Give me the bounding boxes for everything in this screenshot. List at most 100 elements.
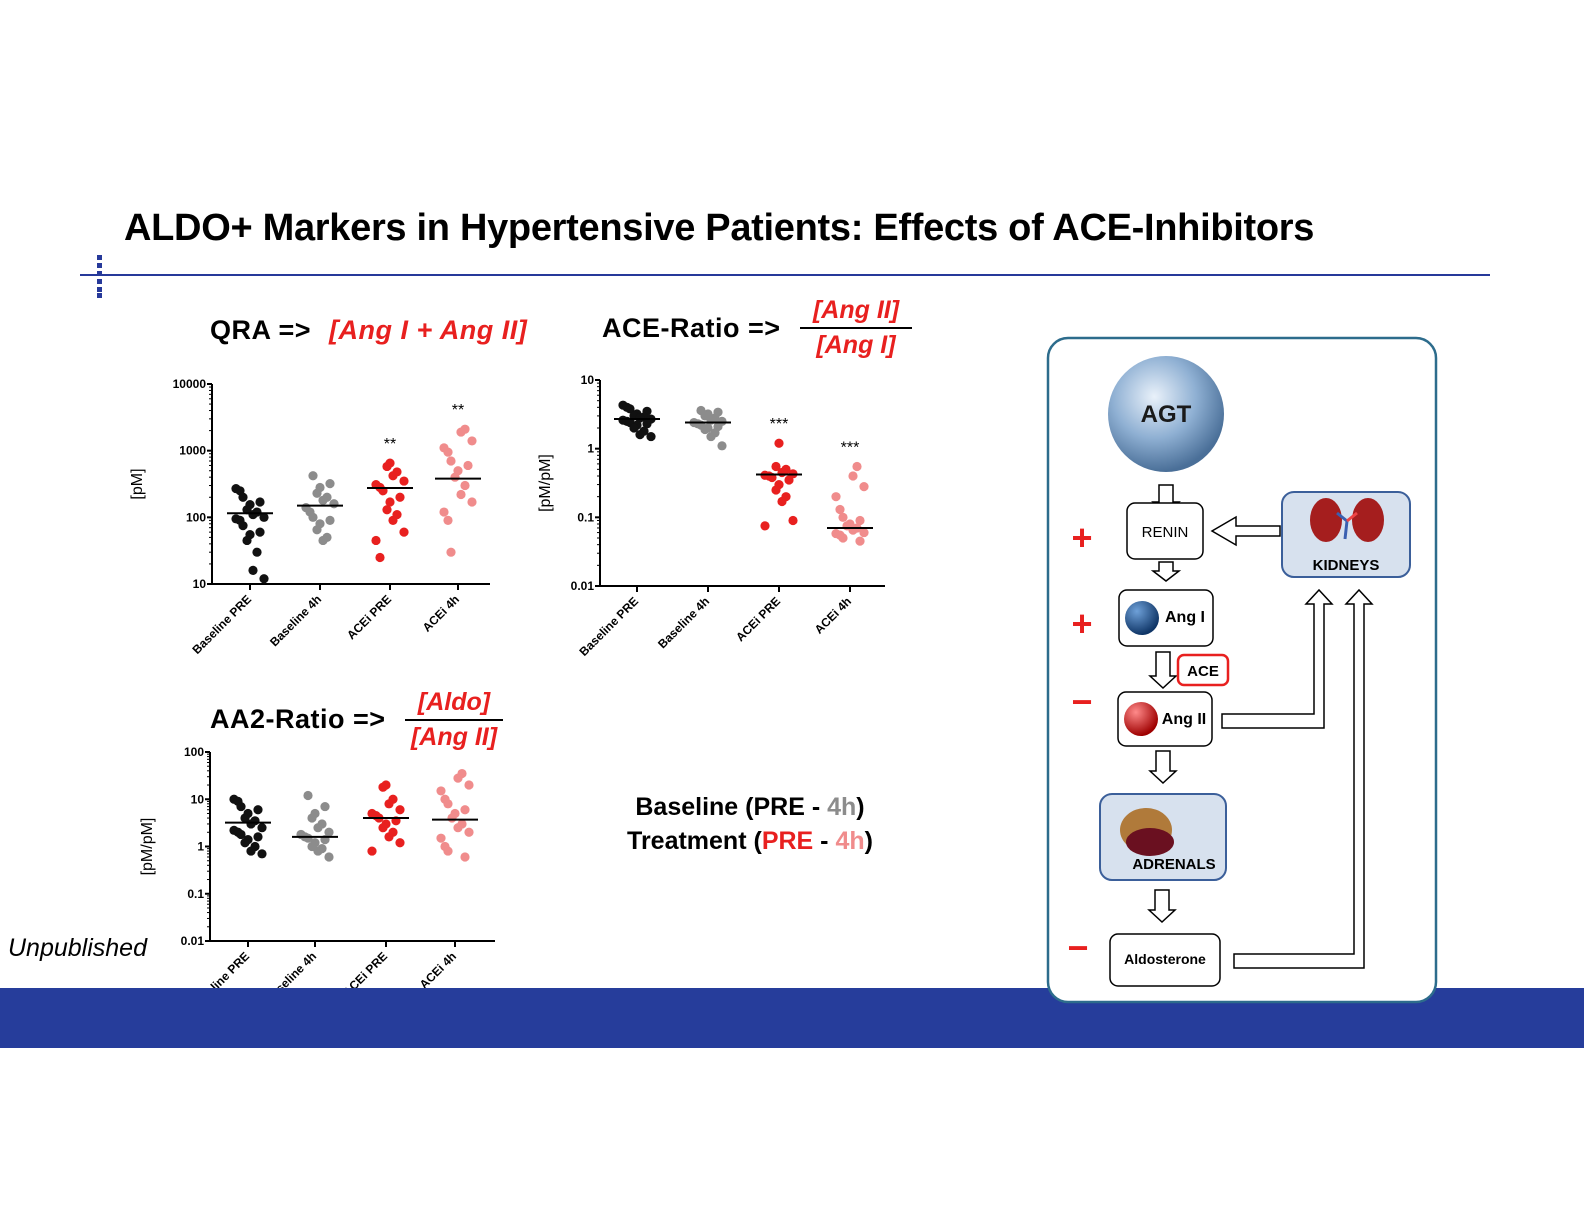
ace-box xyxy=(1176,653,1230,687)
data-point xyxy=(760,521,770,531)
data-point xyxy=(777,496,787,507)
data-point xyxy=(460,852,470,862)
kidneys-label: KIDNEYS xyxy=(1313,557,1380,574)
y-tick-label: 0.1 xyxy=(187,887,204,901)
aa2-ratio-fraction: [Aldo] [Ang II] xyxy=(405,688,503,752)
data-point xyxy=(388,471,398,481)
ang2-label: Ang II xyxy=(1162,711,1206,728)
ang2-sphere xyxy=(1124,702,1158,736)
data-point xyxy=(460,805,470,815)
bullet-dot xyxy=(97,271,102,276)
data-point xyxy=(399,527,409,537)
ace-ratio-label: ACE-Ratio => xyxy=(602,313,781,343)
data-point xyxy=(259,574,269,584)
arrow-down-icon xyxy=(1148,750,1178,785)
data-point xyxy=(255,527,265,537)
page-title: ALDO+ Markers in Hypertensive Patients: … xyxy=(124,207,1315,249)
qra-label: QRA => xyxy=(210,315,312,345)
data-point xyxy=(384,799,394,809)
data-point xyxy=(257,823,267,833)
sign-ang2: − xyxy=(1071,681,1092,722)
significance-label: *** xyxy=(770,416,789,433)
data-point xyxy=(318,535,328,546)
data-point xyxy=(236,829,246,840)
x-tick-label: ACEi PRE xyxy=(733,594,783,644)
x-tick-label: Baseline 4h xyxy=(267,592,324,649)
x-tick-label: Baseline PRE xyxy=(577,594,642,659)
data-point xyxy=(307,813,317,823)
data-point xyxy=(371,535,381,546)
data-point xyxy=(246,819,256,829)
x-tick-label: ACEi 4h xyxy=(420,592,462,634)
data-point xyxy=(831,492,841,502)
data-point xyxy=(456,427,466,437)
data-point xyxy=(635,413,645,423)
data-point xyxy=(375,552,385,563)
y-tick-label: 100 xyxy=(186,510,206,524)
bullet-dot xyxy=(97,263,102,268)
y-axis-label: [pM/pM] xyxy=(139,818,156,876)
data-point xyxy=(635,430,645,440)
data-point xyxy=(312,525,322,535)
data-point xyxy=(629,423,639,433)
y-axis-label: [pM] xyxy=(129,468,146,499)
x-tick-label: Baseline 4h xyxy=(655,594,712,651)
y-tick-label: 0.01 xyxy=(571,579,595,593)
data-point xyxy=(446,456,456,466)
data-point xyxy=(312,488,322,498)
y-tick-label: 0.01 xyxy=(181,934,205,948)
data-point xyxy=(240,838,250,848)
data-point xyxy=(788,515,798,526)
data-point xyxy=(859,527,869,538)
arrow-down-icon xyxy=(1147,889,1177,924)
ace-label: ACE xyxy=(1187,663,1219,680)
aa2-ratio-denominator: [Ang II] xyxy=(410,723,498,751)
data-point xyxy=(439,507,449,517)
data-point xyxy=(313,846,323,856)
data-point xyxy=(453,823,463,833)
data-point xyxy=(253,832,263,842)
data-point xyxy=(464,827,474,837)
data-point xyxy=(467,497,477,507)
data-point xyxy=(385,497,395,507)
bullet-dot xyxy=(97,287,102,292)
ang1-label: Ang I xyxy=(1165,609,1205,626)
data-point xyxy=(838,512,848,522)
data-point xyxy=(450,472,460,482)
data-point xyxy=(238,521,248,531)
ace-ratio-fraction: [Ang II] [Ang I] xyxy=(800,296,912,360)
data-point xyxy=(259,512,269,522)
y-tick-label: 0.1 xyxy=(577,510,594,524)
data-point xyxy=(324,852,334,862)
y-tick-label: 10 xyxy=(191,792,205,806)
data-point xyxy=(706,431,716,442)
y-tick-label: 10 xyxy=(581,373,595,387)
data-point xyxy=(625,404,635,414)
data-point xyxy=(324,827,334,837)
data-point xyxy=(852,461,862,472)
x-tick-label: ACEi 4h xyxy=(812,594,854,636)
arrow-down-icon xyxy=(1150,561,1182,582)
data-point xyxy=(777,467,787,478)
data-point xyxy=(308,471,318,481)
x-tick-label: ACEi 4h xyxy=(417,949,459,991)
ace-ratio-denominator: [Ang I] xyxy=(816,331,896,359)
data-point xyxy=(443,515,453,525)
data-point xyxy=(367,846,377,856)
data-point xyxy=(460,480,470,491)
data-point xyxy=(467,436,477,446)
raas-diagram: AGT RENIN KIDNEYS Ang I ACE Ang II ADREN… xyxy=(1046,336,1438,1004)
agt-label: AGT xyxy=(1141,401,1192,428)
sign-aldosterone: − xyxy=(1067,927,1088,968)
data-point xyxy=(320,801,330,812)
note-line-treatment: Treatment (PRE - 4h) xyxy=(627,827,873,855)
data-point xyxy=(240,813,250,823)
data-point xyxy=(325,479,335,489)
data-point xyxy=(456,489,466,500)
data-point xyxy=(447,813,457,823)
data-point xyxy=(248,565,258,575)
data-point xyxy=(646,431,656,442)
data-point xyxy=(443,447,453,457)
data-point xyxy=(443,846,453,856)
